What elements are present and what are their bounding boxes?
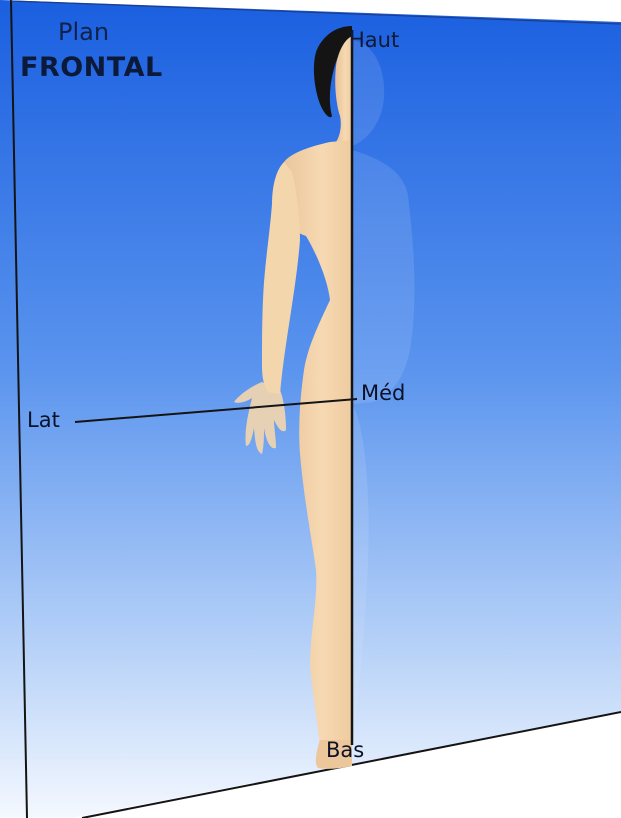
label-medial: Méd [361, 383, 405, 404]
title-frontal: FRONTAL [20, 54, 163, 81]
label-lateral: Lat [27, 410, 60, 431]
title-plan: Plan [58, 20, 109, 44]
label-top: Haut [349, 30, 399, 51]
label-bottom: Bas [326, 740, 364, 761]
